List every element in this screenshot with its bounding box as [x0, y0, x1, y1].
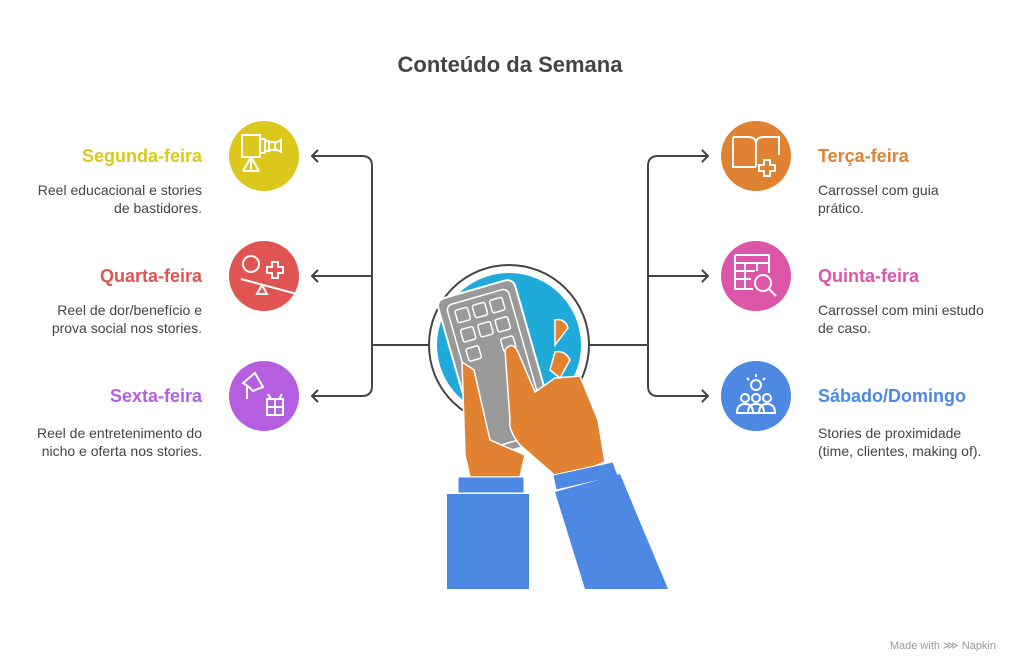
book-plus-icon: [732, 136, 780, 177]
segunda-icon-circle: [229, 121, 299, 191]
quinta-icon-circle: [721, 241, 791, 311]
community-icon: [735, 374, 777, 414]
megaphone-gift-icon: [241, 371, 284, 416]
terca-label: Terça-feira: [818, 146, 909, 166]
quarta-icon-circle: [229, 241, 299, 311]
page-title: Conteúdo da Semana: [397, 52, 623, 77]
segunda-label: Segunda-feira: [81, 146, 202, 166]
video-camera-icon: [241, 134, 282, 172]
quinta-desc: Carrossel com mini estudo de caso.: [818, 302, 984, 336]
cost-benefit-scale-icon: [240, 255, 298, 295]
sabado-desc: Stories de proximidade (time, clientes, …: [818, 425, 982, 459]
terca-desc: Carrossel com guia prático.: [818, 182, 939, 216]
quarta-label: Quarta-feira: [99, 266, 202, 286]
sexta-label: Sexta-feira: [109, 386, 202, 406]
terca-icon-circle: [721, 121, 791, 191]
quinta-label: Quinta-feira: [818, 266, 920, 286]
table-search-icon: [734, 254, 777, 297]
quarta-desc: Reel de dor/benefício e prova social nos…: [51, 302, 202, 336]
segunda-desc: Reel educacional e stories de bastidores…: [37, 182, 202, 216]
sabado-label: Sábado/Domingo: [818, 386, 966, 406]
sexta-icon-circle: [229, 361, 299, 431]
sexta-desc: Reel de entretenimento do nicho e oferta…: [37, 425, 202, 459]
sabado-icon-circle: [721, 361, 791, 431]
napkin-credit[interactable]: Made with ⋙ Napkin: [889, 640, 996, 652]
hands-calculator-illustration: [428, 264, 668, 589]
